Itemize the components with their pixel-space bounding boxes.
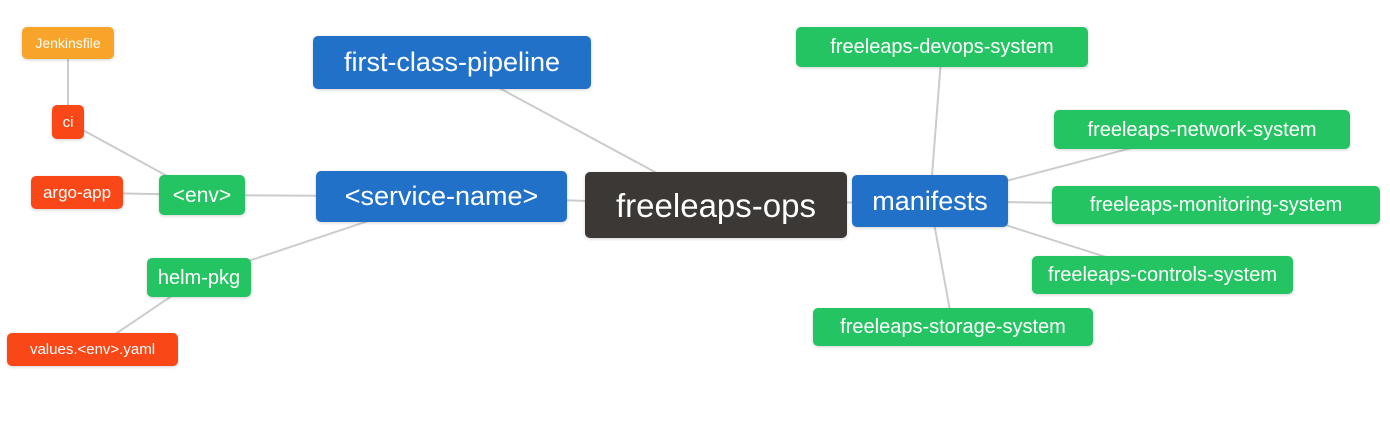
- node-label: <env>: [172, 183, 232, 207]
- node-freeleaps-controls-system[interactable]: freeleaps-controls-system: [1032, 256, 1293, 294]
- node-ci[interactable]: ci: [52, 105, 84, 139]
- node-env[interactable]: <env>: [159, 175, 245, 215]
- node-label: Jenkinsfile: [35, 35, 101, 51]
- node-service-name[interactable]: <service-name>: [316, 171, 567, 222]
- node-label: values.<env>.yaml: [29, 341, 156, 358]
- node-jenkinsfile[interactable]: Jenkinsfile: [22, 27, 114, 59]
- node-freeleaps-devops-system[interactable]: freeleaps-devops-system: [796, 27, 1088, 67]
- node-freeleaps-monitoring-system[interactable]: freeleaps-monitoring-system: [1052, 186, 1380, 224]
- node-argo-app[interactable]: argo-app: [31, 176, 123, 209]
- node-label: freeleaps-devops-system: [830, 36, 1054, 58]
- node-label: argo-app: [42, 183, 112, 202]
- node-label: freeleaps-controls-system: [1048, 264, 1277, 286]
- node-manifests[interactable]: manifests: [852, 175, 1008, 227]
- node-label: helm-pkg: [157, 266, 241, 289]
- node-freeleaps-storage-system[interactable]: freeleaps-storage-system: [813, 308, 1093, 346]
- node-label: freeleaps-network-system: [1087, 118, 1317, 141]
- node-label: freeleaps-monitoring-system: [1089, 194, 1343, 216]
- node-label: ci: [62, 113, 74, 131]
- node-values-env-yaml[interactable]: values.<env>.yaml: [7, 333, 178, 366]
- node-label: freeleaps-storage-system: [840, 316, 1066, 338]
- node-helm-pkg[interactable]: helm-pkg: [147, 258, 251, 297]
- node-label: manifests: [872, 185, 988, 216]
- node-freeleaps-network-system[interactable]: freeleaps-network-system: [1054, 110, 1350, 149]
- node-label: <service-name>: [344, 181, 539, 211]
- node-label: freeleaps-ops: [616, 186, 816, 224]
- node-first-class-pipeline[interactable]: first-class-pipeline: [313, 36, 591, 89]
- node-freeleaps-ops[interactable]: freeleaps-ops: [585, 172, 847, 238]
- node-label: first-class-pipeline: [343, 47, 561, 77]
